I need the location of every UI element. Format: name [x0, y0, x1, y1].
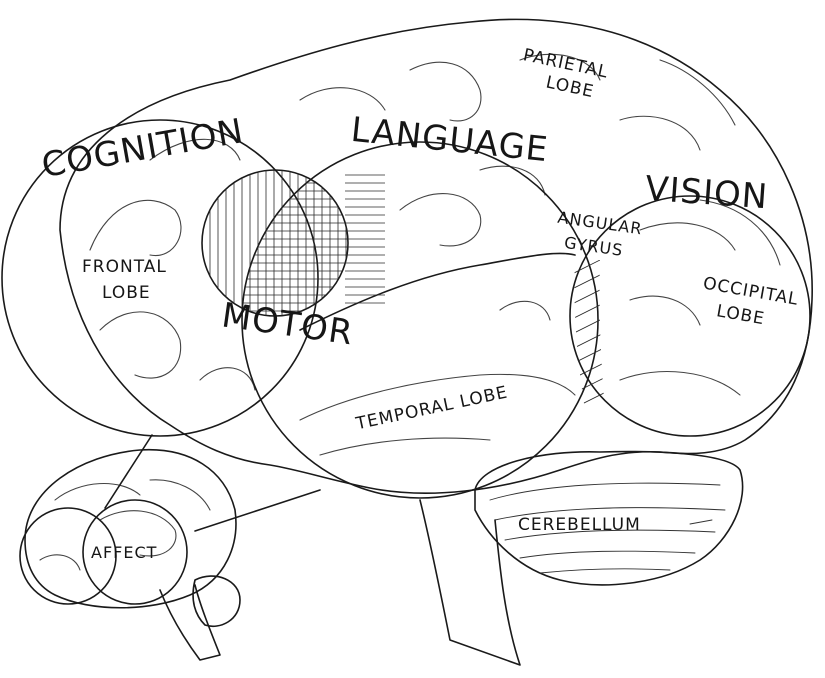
brainstem — [420, 500, 520, 665]
label-temporal: TEMPORAL LOBE — [353, 383, 509, 435]
label-frontal-2: LOBE — [102, 283, 151, 303]
brain-folds — [90, 54, 780, 455]
label-cerebellum: CEREBELLUM — [518, 515, 641, 535]
angular-hatching — [560, 235, 620, 415]
label-frontal-1: FRONTAL — [82, 257, 167, 277]
brain-outline — [60, 19, 812, 493]
label-vision: VISION — [644, 169, 770, 217]
connector-line-2 — [195, 490, 320, 531]
language-hatching — [240, 175, 385, 311]
label-angular-2: GYRUS — [563, 233, 624, 260]
label-motor: MOTOR — [219, 295, 356, 353]
label-affect: AFFECT — [91, 543, 157, 562]
label-occipital-2: LOBE — [715, 301, 766, 329]
motor-circle — [202, 170, 348, 316]
label-occipital-1: OCCIPITAL — [701, 273, 800, 309]
cerebellum-label-dash — [690, 520, 712, 524]
label-cognition: COGNITION — [39, 111, 247, 186]
label-language: LANGUAGE — [349, 110, 550, 170]
connector-line-1 — [105, 435, 152, 508]
